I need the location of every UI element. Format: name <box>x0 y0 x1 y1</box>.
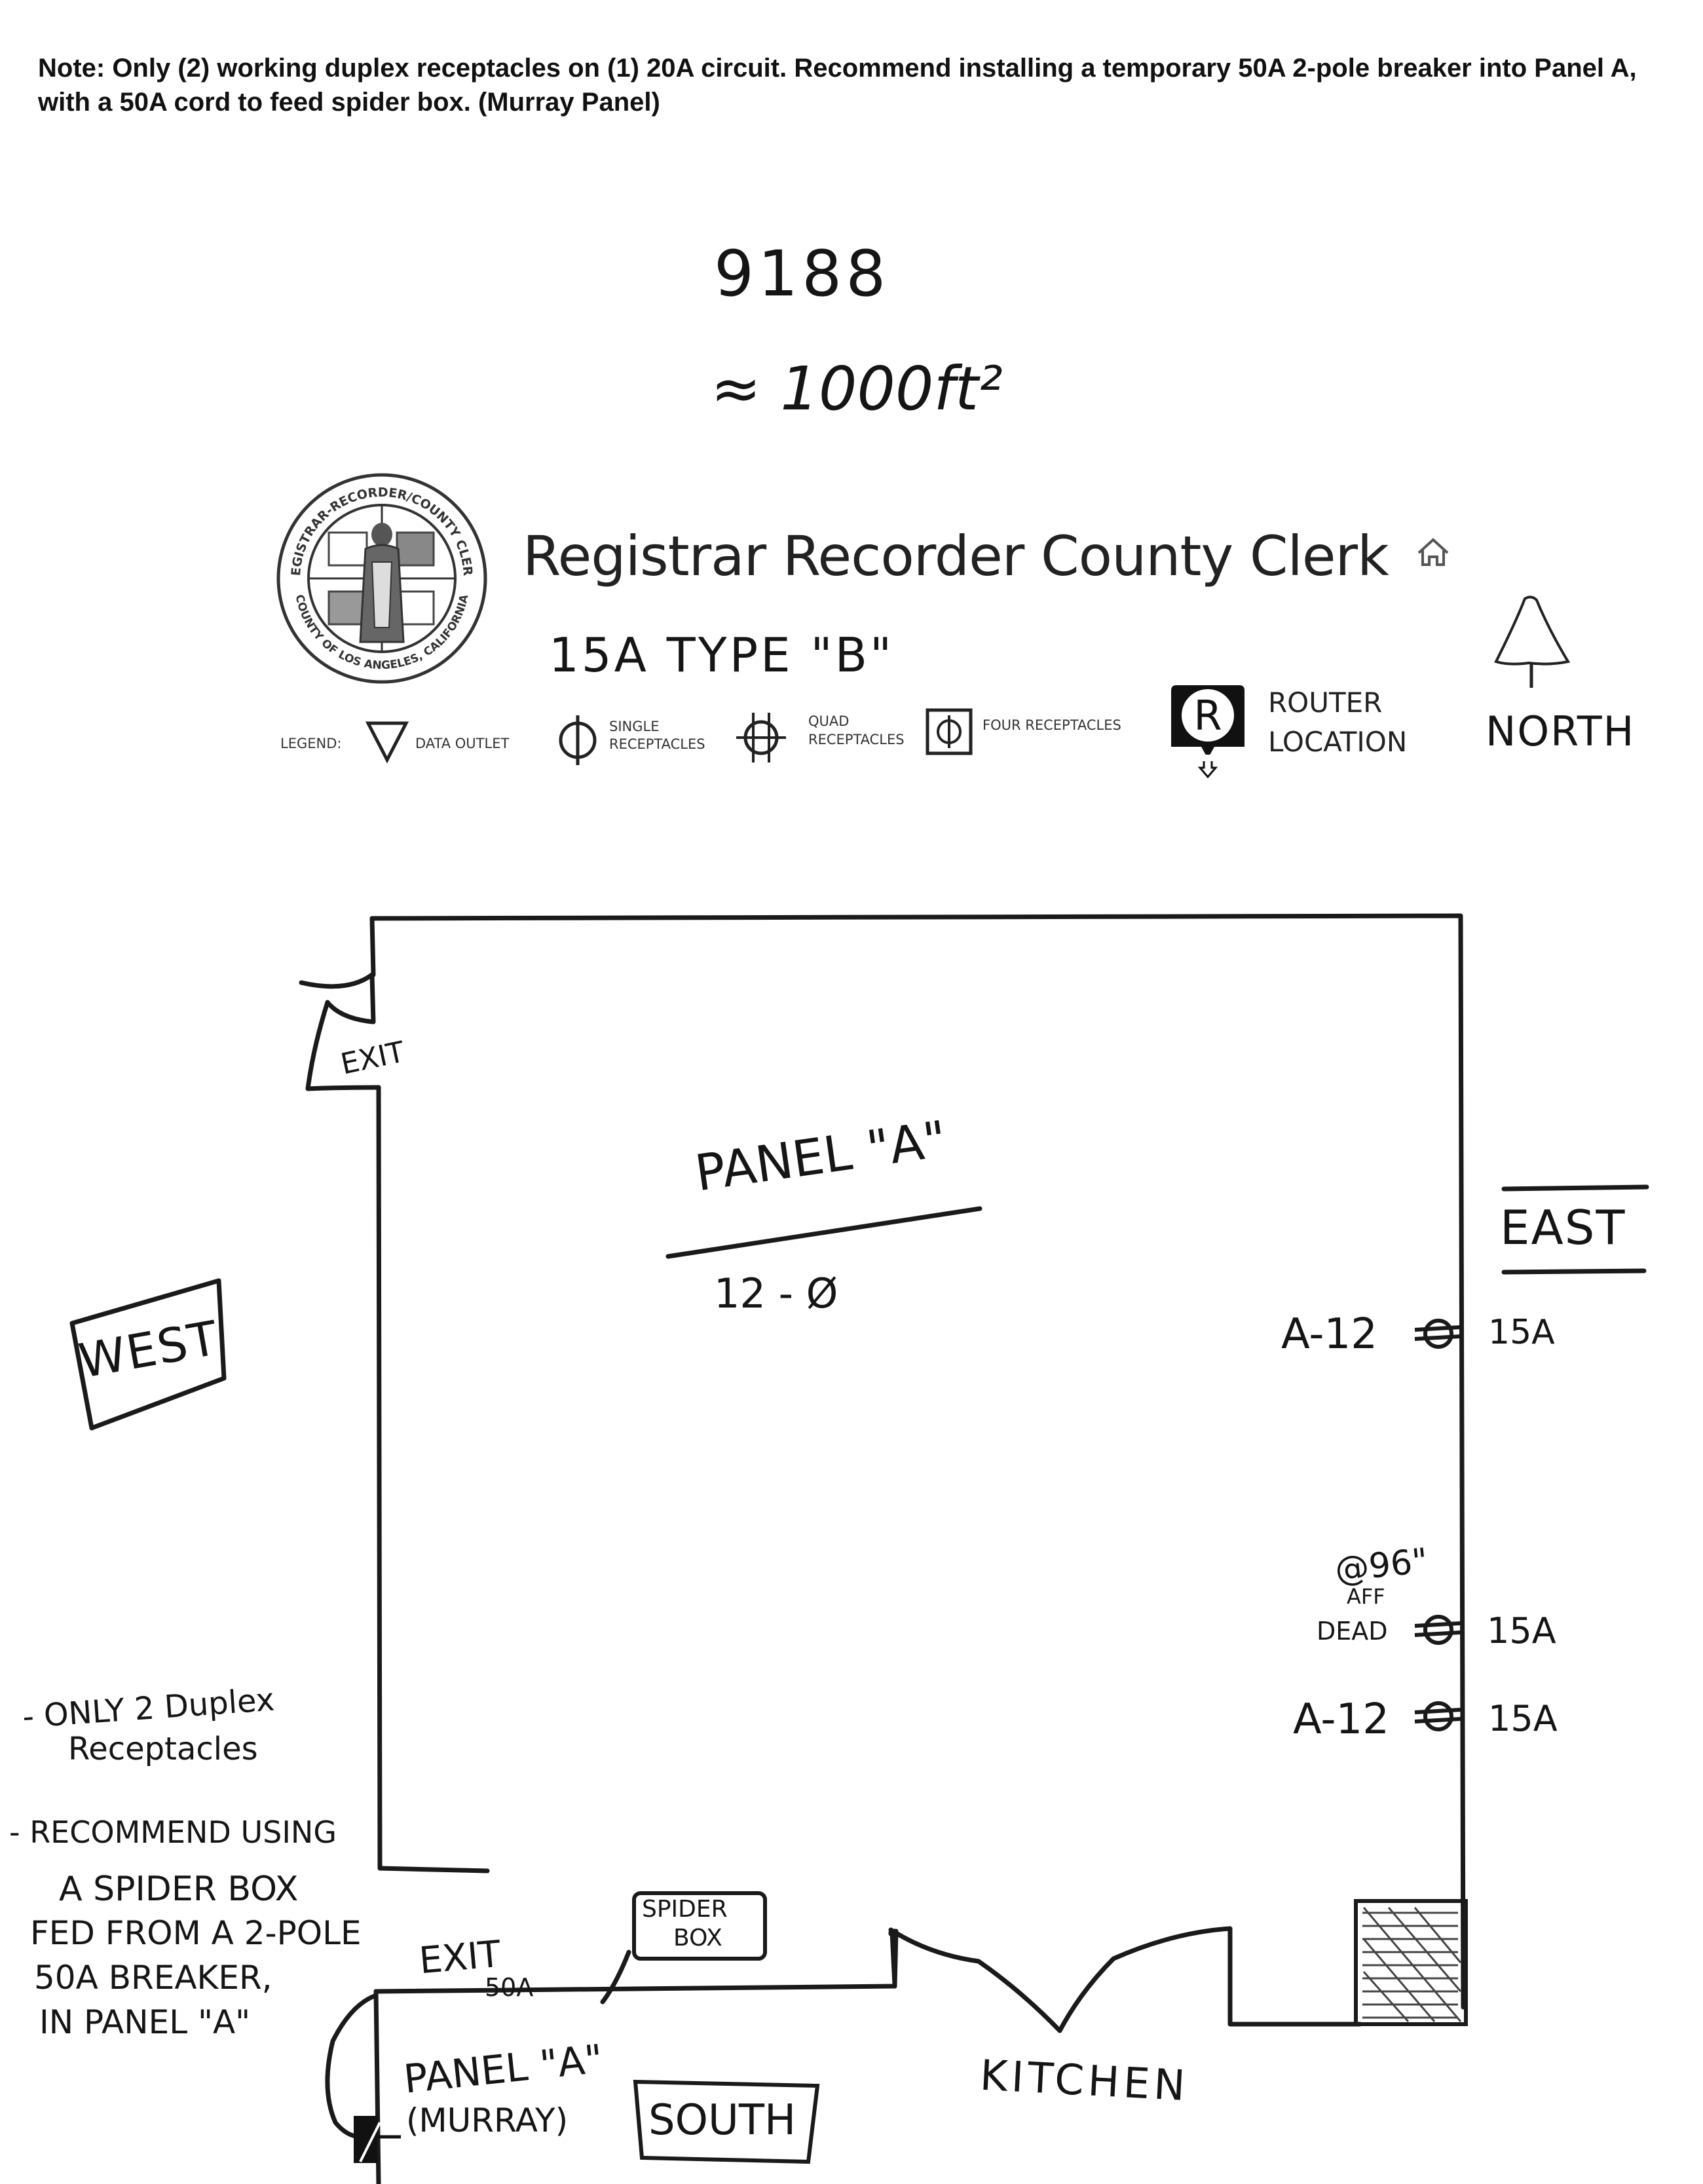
east-label: EAST <box>1500 1200 1626 1255</box>
type-note: 15A TYPE "B" <box>549 628 895 683</box>
data-outlet-icon <box>365 721 409 764</box>
legend-label: LEGEND: <box>280 736 342 751</box>
receptacle-2-rating: 15A <box>1487 1610 1556 1651</box>
receptacle-3-circuit: A-12 <box>1293 1695 1389 1744</box>
page-title: Registrar Recorder County Clerk <box>523 524 1389 588</box>
home-icon <box>1417 538 1449 566</box>
legend-single-2: RECEPTACLES <box>609 736 705 752</box>
west-wall-upper <box>369 916 376 977</box>
west-wall-lower <box>376 1085 490 1873</box>
receptacle-1-rating: 15A <box>1488 1313 1555 1352</box>
router-letter: R <box>1193 692 1222 740</box>
hatch-scribble <box>1362 1907 1462 2023</box>
legend-quad-1: QUAD <box>808 713 850 729</box>
north-label: NORTH <box>1486 707 1636 755</box>
panel-a-size: 12 - Ø <box>714 1270 838 1317</box>
south-label-box <box>633 2079 820 2164</box>
side-note-2e: IN PANEL "A" <box>39 2003 251 2041</box>
legend-quad-2: RECEPTACLES <box>808 732 905 747</box>
receptacle-1-circuit: A-12 <box>1281 1310 1377 1359</box>
note-text: Note: Only (2) working duplex receptacle… <box>38 54 1637 117</box>
height-note-aff: AFF <box>1347 1584 1385 1609</box>
receptacle-symbols <box>1414 1319 1461 1731</box>
county-seal-logo: REGISTRAR-RECORDER/COUNTY CLERK COUNTY O… <box>274 470 487 684</box>
legend-router-2: LOCATION <box>1268 726 1408 758</box>
single-receptacle-icon <box>559 715 597 765</box>
murray-panel-label-2: (MURRAY) <box>406 2101 569 2139</box>
south-label: SOUTH <box>648 2096 796 2145</box>
exit-door-top <box>299 972 381 1091</box>
hatched-area <box>1354 1899 1468 2026</box>
cord-to-spider <box>600 1949 631 2005</box>
legend-router-1: ROUTER <box>1268 687 1383 719</box>
kitchen-door-swings <box>888 1926 1362 2033</box>
legend-data-outlet: DATA OUTLET <box>415 736 510 751</box>
top-east-walls <box>369 913 1466 2010</box>
legend-four: FOUR RECEPTACLES <box>982 717 1121 733</box>
side-note-2b: A SPIDER BOX <box>59 1870 299 1909</box>
spider-box-label-2: BOX <box>673 1925 722 1951</box>
legend-single-1: SINGLE <box>609 719 660 734</box>
router-location-icon: R <box>1171 685 1244 779</box>
north-arrow-icon <box>1494 595 1571 688</box>
handwritten-area: ≈ 1000ft² <box>711 354 1003 424</box>
murray-panel-symbol <box>354 2116 401 2163</box>
side-note-2a: - RECOMMEND USING <box>9 1815 337 1850</box>
handwritten-number: 9188 <box>714 237 890 311</box>
receptacle-3-rating: 15A <box>1488 1698 1558 1739</box>
receptacle-2-status: DEAD <box>1317 1617 1388 1646</box>
side-note-2c: FED FROM A 2-POLE <box>30 1914 362 1952</box>
panel-underline <box>665 1206 982 1259</box>
four-receptacle-icon <box>926 708 973 755</box>
quad-receptacle-icon <box>736 713 786 763</box>
cord-rating-label: 50A <box>485 1973 534 2002</box>
feeder-cord <box>325 1993 379 2139</box>
west-label-box <box>69 1278 227 1431</box>
side-note-2d: 50A BREAKER, <box>34 1959 272 1997</box>
spider-box <box>632 1891 767 1961</box>
spider-box-label-1: SPIDER <box>642 1896 728 1923</box>
side-note-1b: Receptacles <box>68 1731 258 1767</box>
panel-area-wall <box>373 1989 381 2184</box>
